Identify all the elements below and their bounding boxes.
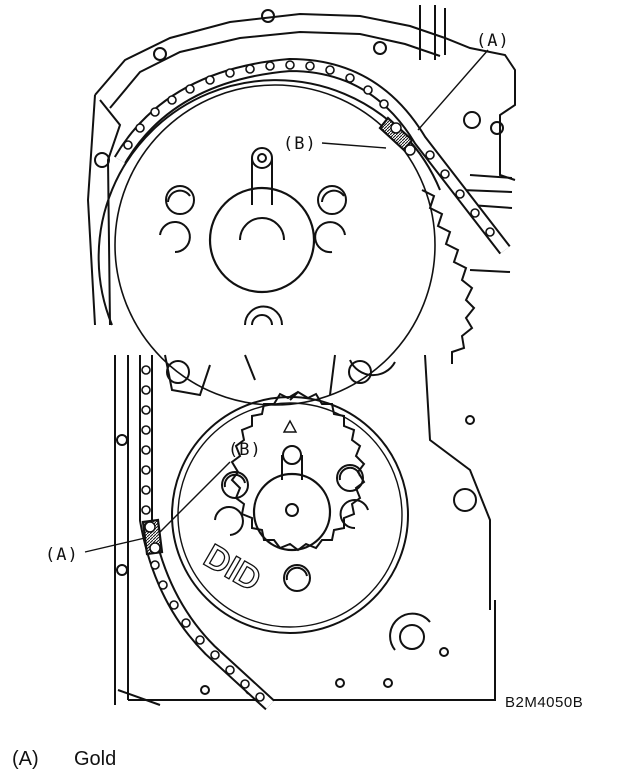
top-gold-link	[378, 116, 416, 156]
bottom-panel	[114, 354, 496, 706]
legend-value: Gold	[74, 748, 117, 770]
legend-key: (A)	[12, 748, 39, 770]
figure-code: B2M4050B	[505, 694, 584, 711]
bottom-sprocket	[171, 390, 409, 634]
top-chain	[113, 57, 511, 255]
top-callout-b: (B)	[283, 134, 317, 154]
bottom-leader-lines	[84, 461, 231, 553]
bottom-gold-link	[141, 518, 164, 556]
top-callout-a: (A)	[476, 31, 510, 51]
sprocket-marking: DID	[198, 537, 268, 599]
legend: (A) Gold	[12, 748, 116, 771]
bottom-callout-a: (A)	[45, 545, 79, 565]
top-panel	[86, 5, 516, 406]
bottom-callout-b: (B)	[228, 440, 262, 460]
top-leader-lines	[321, 49, 489, 149]
